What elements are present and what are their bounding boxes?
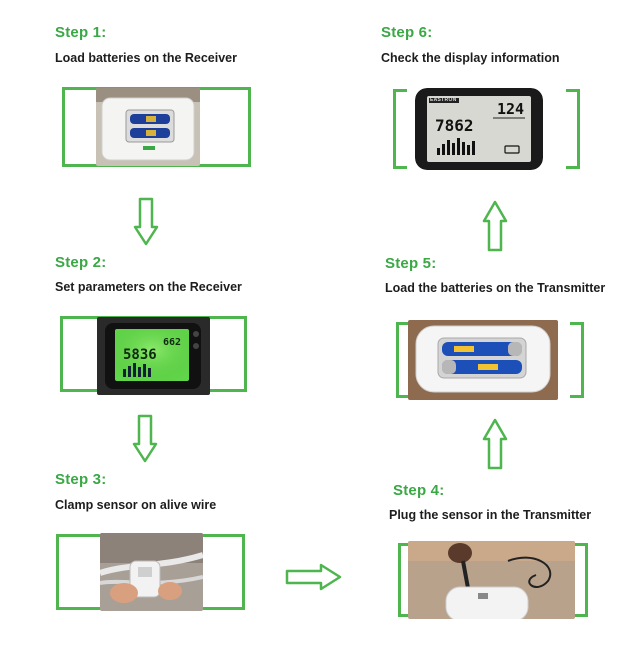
step-5-title: Step 5: [385,255,437,272]
step-4-desc: Plug the sensor in the Transmitter [389,508,592,522]
step-2-desc: Set parameters on the Receiver [55,280,242,294]
step-3-title: Step 3: [55,471,107,488]
step-4-title: Step 4: [393,482,445,499]
step-4-bracket-right [574,543,588,617]
clamp-sensor-photo [100,533,203,611]
display-main-readout: 7862 [435,116,474,135]
arrow-down-icon [132,414,158,464]
step-2-title: Step 2: [55,254,107,271]
step-6-desc: Check the display information [381,51,560,65]
step-5-desc: Load the batteries on the Transmitter [385,281,606,295]
step-3-desc: Clamp sensor on alive wire [55,498,217,512]
setup-screen-main-readout: 5836 [123,347,157,363]
step-6-title: Step 6: [381,24,433,41]
arrow-up-icon [482,417,508,471]
step-6-bracket-right [566,89,580,169]
step-4-bracket-left [398,543,412,617]
arrow-up-icon [482,199,508,253]
transmitter-battery-photo [408,320,558,400]
plug-sensor-photo [408,541,575,619]
display-top-readout: 124 [497,100,525,118]
step-5-bracket-left [396,322,410,398]
step-1-title: Step 1: [55,24,107,41]
step-1-desc: Load batteries on the Receiver [55,51,238,65]
receiver-setup-photo: 5836 662 [97,317,210,395]
arrow-right-icon [285,562,343,592]
step-6-bracket-left [393,89,407,169]
setup-screen-side-readout: 662 [163,337,182,348]
step-5-bracket-right [570,322,584,398]
arrow-down-icon [133,197,159,247]
display-brand-label: EASTRON [430,97,457,103]
receiver-display-photo: EASTRON 124 7862 [415,88,543,170]
receiver-battery-photo [96,88,200,166]
